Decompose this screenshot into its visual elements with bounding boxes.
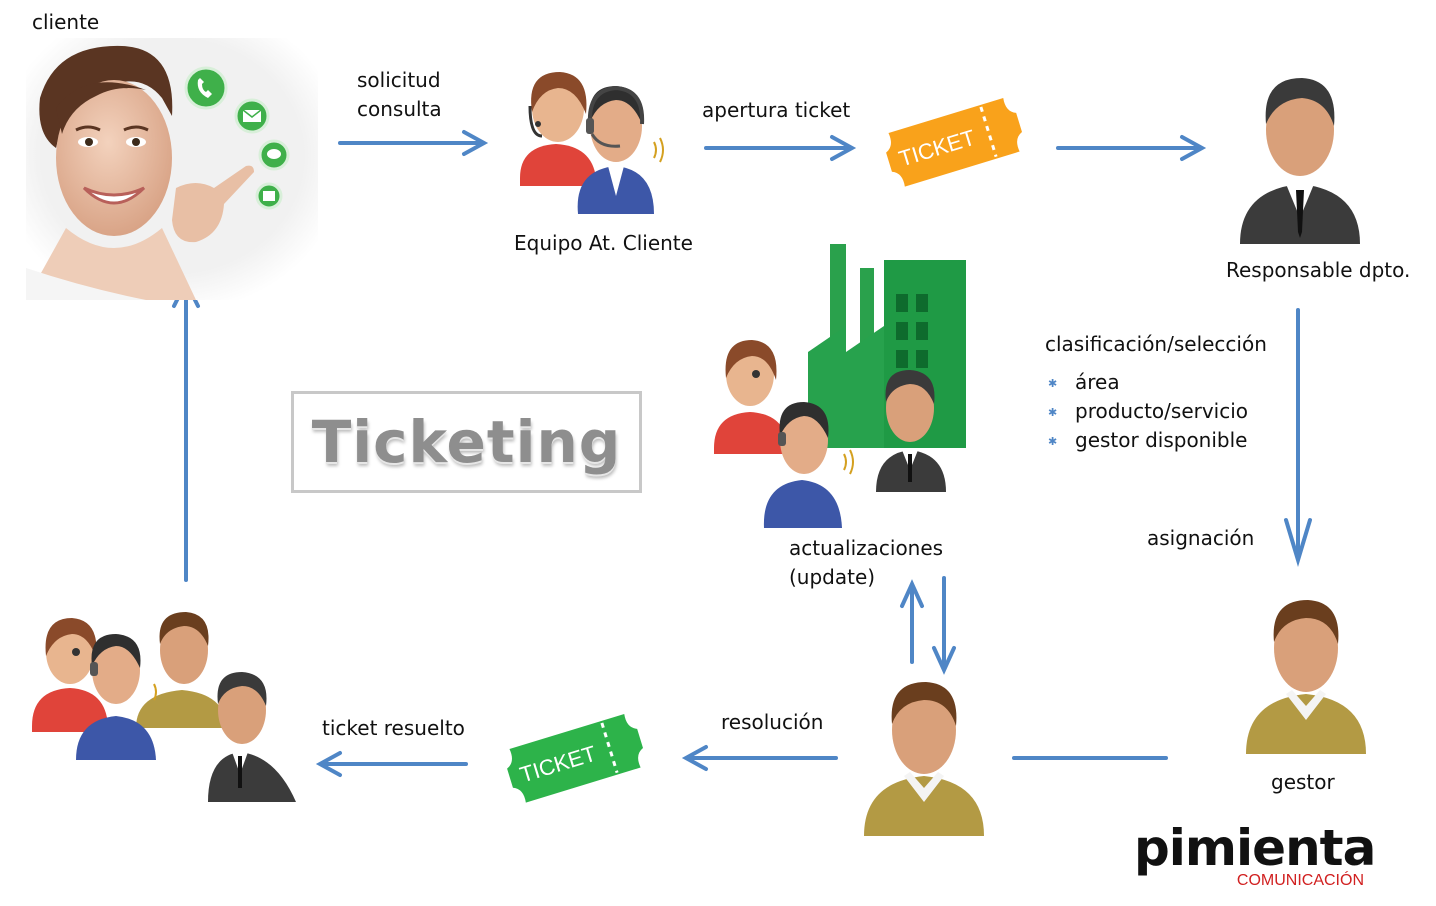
arrowhead-3: [1180, 135, 1207, 161]
resolver-icon: [864, 682, 984, 836]
criteria-item: producto/servicio: [1048, 397, 1248, 427]
fax-icon: [255, 182, 283, 210]
arrowhead-1: [462, 130, 489, 156]
arrowhead-2: [830, 135, 857, 161]
client-woman-photo: [26, 38, 318, 300]
final-group-icon: [32, 612, 296, 802]
arrowhead-8: [900, 579, 924, 608]
arrowhead-6: [315, 751, 342, 777]
ticketing-title-box: Ticketing: [291, 391, 642, 493]
label-apertura: apertura ticket: [702, 98, 851, 122]
arrowhead-5: [681, 745, 708, 771]
criteria-list: área producto/servicio gestor disponible: [1048, 368, 1248, 456]
criteria-item: gestor disponible: [1048, 426, 1248, 456]
logo-name: pimienta: [1134, 819, 1376, 877]
label-responsable: Responsable dpto.: [1226, 258, 1411, 282]
label-actualizaciones: actualizaciones: [789, 536, 944, 560]
email-icon: [234, 98, 270, 134]
pimienta-logo: pimienta COMUNICACIÓN: [1134, 819, 1376, 890]
label-consulta: consulta: [357, 97, 442, 121]
gestor-icon: [1246, 600, 1366, 754]
label-ticket-resuelto: ticket resuelto: [322, 716, 465, 740]
label-asignacion: asignación: [1147, 526, 1255, 550]
label-clasificacion: clasificación/selección: [1045, 332, 1267, 356]
label-gestor: gestor: [1271, 770, 1335, 794]
label-equipo: Equipo At. Cliente: [514, 231, 693, 255]
update-team-icon: [714, 340, 946, 528]
ticketing-title: Ticketing: [311, 408, 622, 476]
support-team-icon: [520, 72, 664, 214]
label-solicitud: solicitud: [357, 68, 441, 92]
criteria-item: área: [1048, 368, 1248, 398]
chat-icon: [258, 139, 290, 171]
manager-icon: [1240, 78, 1360, 244]
arrowhead-9: [932, 646, 956, 675]
arrowhead-4: [1284, 518, 1312, 567]
label-update: (update): [789, 565, 876, 589]
ticket-orange: TICKET: [886, 97, 1022, 187]
label-cliente: cliente: [32, 10, 100, 34]
label-resolucion: resolución: [721, 710, 824, 734]
logo-subtitle: COMUNICACIÓN: [1236, 872, 1364, 889]
phone-icon: [184, 66, 228, 110]
ticket-green: TICKET: [507, 713, 643, 803]
